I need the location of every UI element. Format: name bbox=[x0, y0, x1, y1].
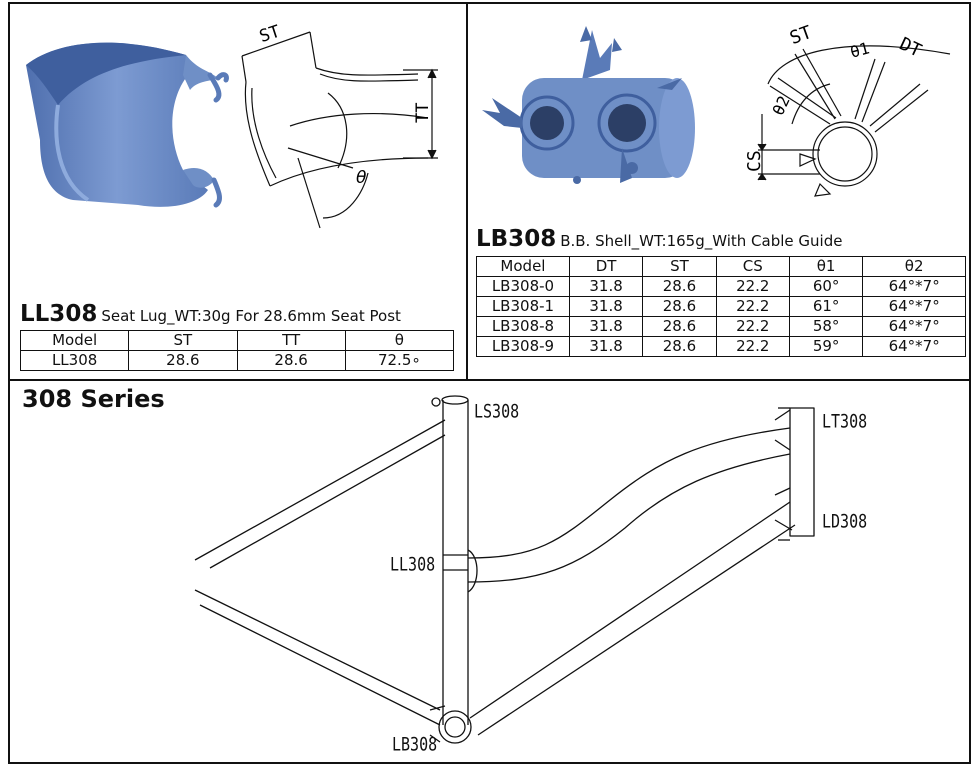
bb-shell-spec-table: Model DT ST CS θ1 θ2 LB308-0 31.8 28.6 2… bbox=[476, 256, 966, 357]
table-cell: LL308 bbox=[19, 350, 130, 371]
label-ld308: LD308 bbox=[822, 510, 868, 533]
table-header-cell: TT bbox=[236, 330, 346, 351]
bb-shell-photo bbox=[482, 26, 695, 184]
table-cell: 31.8 bbox=[568, 296, 644, 317]
spec-sheet-border bbox=[8, 2, 971, 764]
label-lb308: LB308 bbox=[392, 733, 438, 756]
bb-cs-label: CS bbox=[744, 150, 765, 172]
section-divider-horizontal bbox=[8, 379, 971, 381]
seat-lug-description: Seat Lug_WT:30g For 28.6mm Seat Post bbox=[101, 307, 401, 325]
table-header-cell: DT bbox=[568, 256, 644, 277]
table-cell: 64°*7° bbox=[862, 316, 966, 337]
table-cell: 28.6 bbox=[642, 296, 717, 317]
seat-lug-code: LL308 bbox=[20, 301, 98, 327]
seat-lug-tt-label: TT bbox=[413, 103, 433, 123]
table-row: LL308 28.6 28.6 72.5∘ bbox=[19, 350, 455, 371]
table-header-cell: Model bbox=[19, 330, 130, 351]
table-cell: 60° bbox=[788, 276, 864, 297]
table-row: LB308-8 31.8 28.6 22.2 58° 64°*7° bbox=[476, 316, 966, 337]
table-header-cell: ST bbox=[642, 256, 717, 277]
bb-shell-code: LB308 bbox=[476, 226, 557, 252]
table-header-cell: θ bbox=[344, 330, 455, 351]
table-cell: 72.5∘ bbox=[344, 350, 455, 371]
bb-theta2-label: θ2 bbox=[768, 93, 793, 118]
label-ll308: LL308 bbox=[390, 553, 436, 576]
table-header-cell: CS bbox=[715, 256, 790, 277]
seat-lug-drawing: ST TT θ bbox=[241, 22, 438, 229]
series-title: 308 Series bbox=[22, 385, 165, 413]
label-ls308: LS308 bbox=[474, 400, 520, 423]
bb-dt-label: DT bbox=[896, 34, 925, 62]
table-header-cell: Model bbox=[476, 256, 570, 277]
table-row: LB308-1 31.8 28.6 22.2 61° 64°*7° bbox=[476, 296, 966, 317]
table-cell: 22.2 bbox=[715, 316, 790, 337]
table-cell: 31.8 bbox=[568, 336, 644, 357]
seat-lug-spec-table: Model ST TT θ LL308 28.6 28.6 72.5∘ bbox=[19, 330, 455, 371]
table-cell: 64°*7° bbox=[862, 276, 966, 297]
bb-shell-drawing: ST θ1 DT θ2 CS bbox=[744, 22, 951, 197]
table-cell: 59° bbox=[788, 336, 864, 357]
table-cell: LB308-9 bbox=[476, 336, 570, 357]
bb-theta1-label: θ1 bbox=[848, 38, 872, 61]
table-cell: 28.6 bbox=[642, 316, 717, 337]
table-cell: 61° bbox=[788, 296, 864, 317]
table-cell: 28.6 bbox=[642, 276, 717, 297]
table-cell: 58° bbox=[788, 316, 864, 337]
table-header-cell: θ2 bbox=[862, 256, 966, 277]
table-cell: LB308-0 bbox=[476, 276, 570, 297]
bb-shell-description: B.B. Shell_WT:165g_With Cable Guide bbox=[560, 232, 843, 250]
table-cell: 28.6 bbox=[642, 336, 717, 357]
table-header-row: Model ST TT θ bbox=[19, 330, 455, 351]
table-cell: 22.2 bbox=[715, 296, 790, 317]
table-cell: LB308-1 bbox=[476, 296, 570, 317]
table-cell: 31.8 bbox=[568, 316, 644, 337]
seat-lug-angle-label: θ bbox=[356, 168, 367, 188]
table-cell: 64°*7° bbox=[862, 296, 966, 317]
table-row: LB308-0 31.8 28.6 22.2 60° 64°*7° bbox=[476, 276, 966, 297]
table-cell: 28.6 bbox=[128, 350, 238, 371]
table-cell: LB308-8 bbox=[476, 316, 570, 337]
bb-st-label: ST bbox=[787, 22, 815, 49]
table-cell: 22.2 bbox=[715, 276, 790, 297]
table-header-row: Model DT ST CS θ1 θ2 bbox=[476, 256, 966, 277]
table-cell: 28.6 bbox=[236, 350, 346, 371]
label-lt308: LT308 bbox=[822, 410, 868, 433]
section-divider-vertical bbox=[466, 2, 468, 380]
table-header-cell: θ1 bbox=[788, 256, 864, 277]
table-cell: 22.2 bbox=[715, 336, 790, 357]
table-header-cell: ST bbox=[128, 330, 238, 351]
seat-lug-photo bbox=[26, 42, 229, 208]
frame-drawing bbox=[194, 395, 815, 744]
table-cell: 64°*7° bbox=[862, 336, 966, 357]
table-cell: 31.8 bbox=[568, 276, 644, 297]
table-row: LB308-9 31.8 28.6 22.2 59° 64°*7° bbox=[476, 336, 966, 357]
